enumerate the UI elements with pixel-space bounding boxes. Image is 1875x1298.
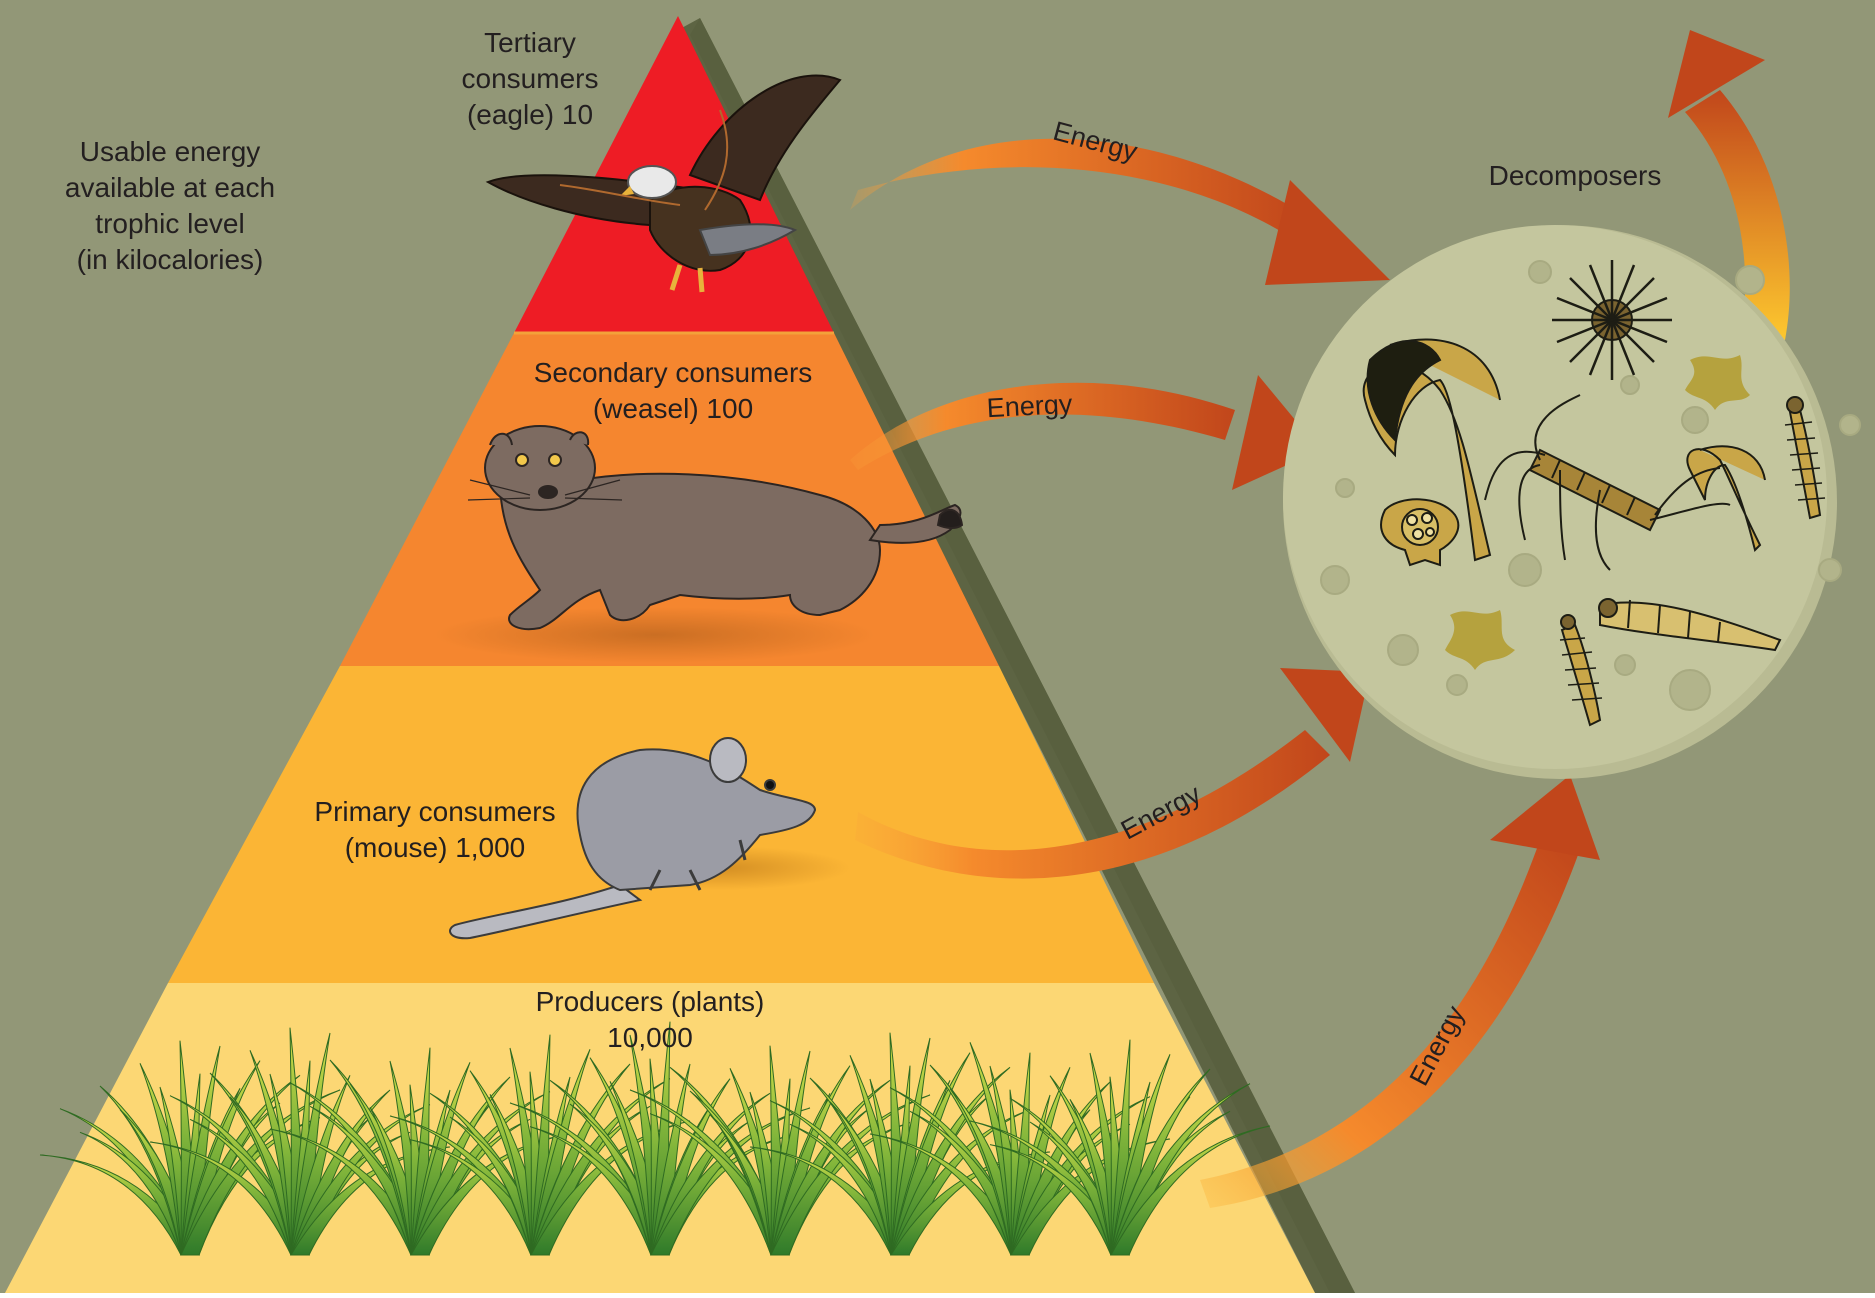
- primary-line-1: Primary consumers: [290, 794, 580, 830]
- producers-line-1: Producers (plants): [500, 984, 800, 1020]
- producers-line-2: 10,000: [500, 1020, 800, 1056]
- secondary-consumers-label: Secondary consumers (weasel) 100: [503, 355, 843, 427]
- tertiary-line-1: Tertiary: [430, 25, 630, 61]
- decomposers-label: Decomposers: [1460, 158, 1690, 194]
- tertiary-line-2: consumers: [430, 61, 630, 97]
- radiolarian-icon: [1552, 260, 1672, 380]
- usable-energy-label: Usable energy available at each trophic …: [40, 134, 300, 278]
- decomposer-circle: [1283, 225, 1827, 769]
- usable-energy-line-3: trophic level: [40, 206, 300, 242]
- secondary-line-2: (weasel) 100: [503, 391, 843, 427]
- weasel-shadow: [435, 607, 875, 663]
- secondary-line-1: Secondary consumers: [503, 355, 843, 391]
- usable-energy-line-1: Usable energy: [40, 134, 300, 170]
- usable-energy-line-2: available at each: [40, 170, 300, 206]
- primary-consumers-label: Primary consumers (mouse) 1,000: [290, 794, 580, 866]
- usable-energy-line-4: (in kilocalories): [40, 242, 300, 278]
- arrow-label-secondary: Energy: [986, 389, 1074, 423]
- tertiary-consumers-label: Tertiary consumers (eagle) 10: [430, 25, 630, 133]
- tertiary-line-3: (eagle) 10: [430, 97, 630, 133]
- producers-label: Producers (plants) 10,000: [500, 984, 800, 1056]
- primary-line-2: (mouse) 1,000: [290, 830, 580, 866]
